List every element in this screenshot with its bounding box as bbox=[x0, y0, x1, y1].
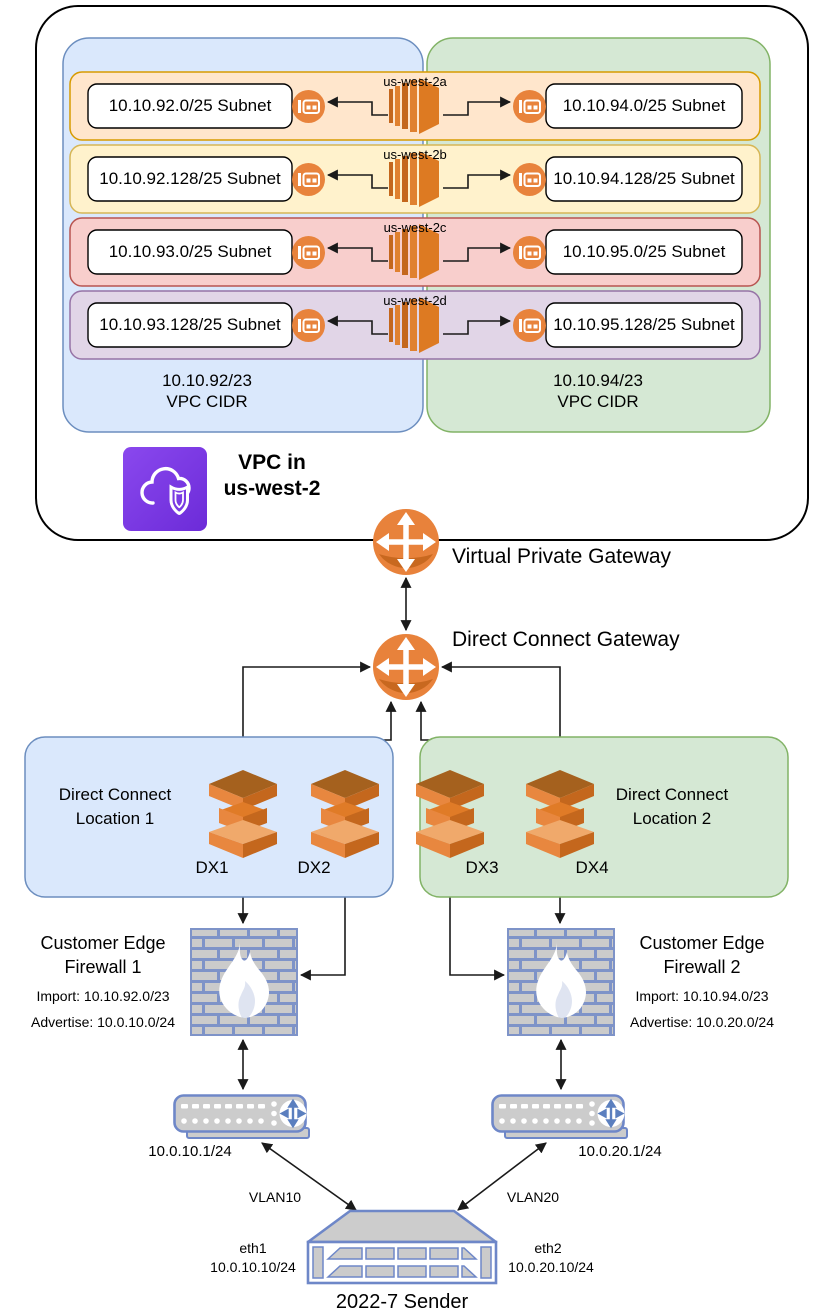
firewall-1-import-label: Import: 10.10.92.0/23 bbox=[36, 988, 170, 1004]
dx4-connection-icon bbox=[526, 770, 594, 858]
connector-switch2-server-vlan20 bbox=[457, 1142, 547, 1211]
connector-ec2c-left-eni bbox=[326, 242, 388, 262]
eni-icon bbox=[513, 163, 546, 196]
subnet-label: 10.10.94.0/25 Subnet bbox=[562, 96, 726, 115]
firewall-1-advertise-label: Advertise: 10.0.10.0/24 bbox=[31, 1014, 175, 1030]
dx3-connection-icon bbox=[416, 770, 484, 858]
subnet-box bbox=[545, 302, 743, 348]
dx-location-1-box bbox=[24, 736, 394, 898]
virtual-private-gateway-label: Virtual Private Gateway bbox=[452, 545, 672, 568]
eth1-ip-label: 10.0.10.10/24 bbox=[210, 1259, 296, 1275]
firewall-1-title-line1: Customer Edge bbox=[40, 933, 166, 953]
dx-location-2-label-line1: Direct Connect bbox=[615, 785, 729, 804]
firewall-2-title-line2: Firewall 2 bbox=[663, 957, 741, 977]
eni-icon bbox=[513, 309, 546, 342]
firewall-1-icon bbox=[190, 928, 298, 1036]
vpc-icon bbox=[123, 447, 207, 531]
switch-1-icon bbox=[173, 1094, 311, 1140]
virtual-private-gateway-icon bbox=[373, 509, 439, 575]
az-label-us-west-2a: us-west-2a bbox=[383, 74, 447, 89]
subnet-box bbox=[545, 156, 743, 202]
direct-connect-gateway-icon bbox=[373, 634, 439, 700]
subnet-box bbox=[87, 229, 293, 275]
eth2-ip-label: 10.0.20.10/24 bbox=[508, 1259, 594, 1275]
firewall-2-advertise-label: Advertise: 10.0.20.0/24 bbox=[630, 1014, 774, 1030]
dx2-label: DX2 bbox=[297, 858, 331, 877]
az-label-us-west-2b: us-west-2b bbox=[383, 147, 447, 162]
vlan10-label: VLAN10 bbox=[248, 1189, 302, 1205]
connector-ec2a-right-eni bbox=[443, 96, 512, 116]
az-label-us-west-2c: us-west-2c bbox=[383, 220, 447, 235]
firewall-2-import-label: Import: 10.10.94.0/23 bbox=[635, 988, 769, 1004]
server-name-label: 2022-7 Sender bbox=[335, 1291, 469, 1313]
eth1-label: eth1 bbox=[239, 1240, 267, 1256]
right-vpc-cidr-label: VPC CIDR bbox=[557, 392, 639, 411]
left-vpc-cidr-label: VPC CIDR bbox=[166, 392, 248, 411]
dx-location-1-label-line1: Direct Connect bbox=[58, 785, 172, 804]
dx-location-1-label-line2: Location 1 bbox=[75, 809, 155, 828]
subnet-label: 10.10.94.128/25 Subnet bbox=[553, 169, 735, 188]
eni-icon bbox=[292, 163, 325, 196]
eni-icon bbox=[513, 90, 546, 123]
connector-dx2-firewall1 bbox=[299, 860, 351, 981]
subnet-box bbox=[87, 156, 293, 202]
connector-dxgw-dx4 bbox=[440, 661, 566, 765]
subnet-box bbox=[87, 83, 293, 129]
subnet-label: 10.10.95.0/25 Subnet bbox=[562, 242, 726, 261]
server-icon bbox=[306, 1209, 498, 1285]
eth2-label: eth2 bbox=[534, 1240, 562, 1256]
eni-icon bbox=[292, 309, 325, 342]
dx2-connection-icon bbox=[311, 770, 379, 858]
dx3-label: DX3 bbox=[465, 858, 499, 877]
connector-dx3-firewall2 bbox=[444, 860, 506, 981]
connector-ec2a-left-eni bbox=[326, 96, 388, 116]
connector-ec2d-right-eni bbox=[443, 315, 512, 335]
subnet-label: 10.10.92.128/25 Subnet bbox=[99, 169, 281, 188]
connector-ec2b-left-eni bbox=[326, 169, 388, 189]
right-vpc-cidr-value: 10.10.94/23 bbox=[553, 371, 643, 390]
subnet-label: 10.10.95.128/25 Subnet bbox=[553, 315, 735, 334]
vpc-title-line2: us-west-2 bbox=[223, 477, 321, 500]
subnet-box bbox=[87, 302, 293, 348]
eni-icon bbox=[513, 236, 546, 269]
eni-icon bbox=[292, 236, 325, 269]
vlan20-label: VLAN20 bbox=[506, 1189, 560, 1205]
subnet-label: 10.10.93.0/25 Subnet bbox=[108, 242, 272, 261]
vpc-title-line1: VPC in bbox=[238, 451, 306, 474]
firewall-1-title-line2: Firewall 1 bbox=[64, 957, 142, 977]
firewall-2-title-line1: Customer Edge bbox=[639, 933, 765, 953]
connector-ec2d-left-eni bbox=[326, 315, 388, 335]
subnet-box bbox=[545, 83, 743, 129]
dx4-label: DX4 bbox=[575, 858, 609, 877]
subnet-label: 10.10.92.0/25 Subnet bbox=[108, 96, 272, 115]
firewall-2-icon bbox=[507, 928, 615, 1036]
az-label-us-west-2d: us-west-2d bbox=[383, 293, 447, 308]
dx1-label: DX1 bbox=[195, 858, 229, 877]
connector-switch1-server-vlan10 bbox=[261, 1142, 357, 1211]
left-vpc-cidr-value: 10.10.92/23 bbox=[162, 371, 252, 390]
dx-location-2-box bbox=[419, 736, 789, 898]
connectors bbox=[237, 96, 567, 1211]
subnet-box bbox=[545, 229, 743, 275]
switch-1-ip-label: 10.0.10.1/24 bbox=[148, 1143, 232, 1160]
direct-connect-gateway-label: Direct Connect Gateway bbox=[452, 628, 680, 651]
switch-2-ip-label: 10.0.20.1/24 bbox=[578, 1143, 662, 1160]
connector-dxgw-dx1 bbox=[237, 661, 372, 765]
switch-2-icon bbox=[491, 1094, 629, 1140]
dx1-connection-icon bbox=[209, 770, 277, 858]
connector-ec2c-right-eni bbox=[443, 242, 512, 262]
eni-icon bbox=[292, 90, 325, 123]
subnet-label: 10.10.93.128/25 Subnet bbox=[99, 315, 281, 334]
dx-location-2-label-line2: Location 2 bbox=[632, 809, 712, 828]
connector-ec2b-right-eni bbox=[443, 169, 512, 189]
